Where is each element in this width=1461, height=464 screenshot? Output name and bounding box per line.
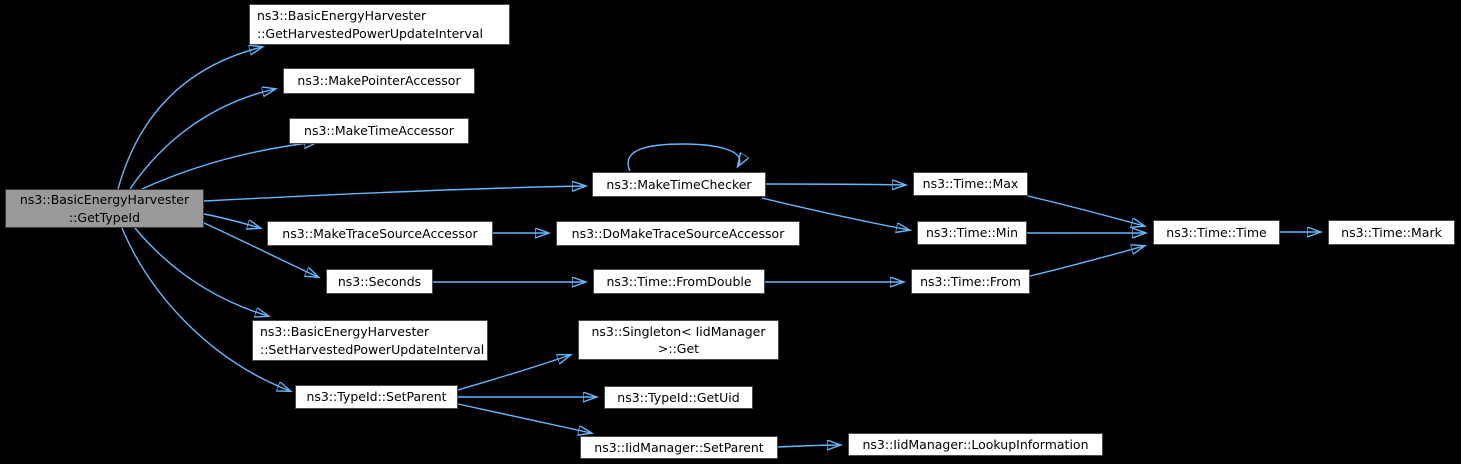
- node-set-harvested-power-update-interval[interactable]: ns3::BasicEnergyHarvester ::SetHarvested…: [252, 320, 488, 361]
- node-seconds[interactable]: ns3::Seconds: [326, 269, 433, 294]
- node-label: ns3::Time::Time: [1166, 224, 1267, 240]
- node-get-harvested-power-update-interval[interactable]: ns3::BasicEnergyHarvester ::GetHarvested…: [249, 4, 510, 45]
- edge-get-type-id--set-harvested-power-update-interval: [134, 227, 268, 316]
- edge-get-type-id--make-trace-source-accessor: [203, 213, 260, 228]
- node-label: ns3::Time::Mark: [1341, 224, 1442, 240]
- node-label: ns3::MakePointerAccessor: [297, 73, 461, 89]
- node-iid-manager-set-parent[interactable]: ns3::IidManager::SetParent: [580, 436, 778, 459]
- node-time-from[interactable]: ns3::Time::From: [911, 269, 1030, 294]
- node-label: ns3::Time::Max: [922, 176, 1019, 192]
- node-label: ns3::MakeTimeAccessor: [304, 123, 454, 139]
- edge-type-id-set-parent--singleton-iid-manager-get: [457, 355, 570, 391]
- edge-make-time-checker--time-max: [765, 184, 905, 185]
- edge-get-type-id--get-harvested-power-update-interval: [117, 47, 262, 190]
- edge-get-type-id--make-time-accessor: [141, 142, 317, 190]
- edge-make-time-checker--time-min: [761, 197, 909, 230]
- node-make-time-checker[interactable]: ns3::MakeTimeChecker: [592, 172, 766, 197]
- node-label: ns3::DoMakeTraceSourceAccessor: [571, 225, 785, 241]
- node-label: ns3::TypeId::GetUid: [617, 389, 740, 405]
- node-time-time[interactable]: ns3::Time::Time: [1153, 220, 1280, 245]
- node-label: ns3::Time::From: [920, 273, 1021, 289]
- node-label: ns3::TypeId::SetParent: [306, 389, 447, 405]
- node-label: ns3::BasicEnergyHarvester ::SetHarvested…: [260, 324, 485, 357]
- node-label: ns3::Time::FromDouble: [606, 273, 752, 289]
- node-label: ns3::BasicEnergyHarvester ::GetTypeId: [19, 192, 190, 225]
- node-label: ns3::IidManager::SetParent: [594, 439, 764, 455]
- node-label: ns3::Singleton< IidManager >::Get: [591, 323, 766, 356]
- edge-make-time-checker--self: [627, 143, 740, 172]
- node-do-make-trace-source-accessor[interactable]: ns3::DoMakeTraceSourceAccessor: [556, 221, 800, 246]
- node-singleton-iid-manager-get[interactable]: ns3::Singleton< IidManager >::Get: [578, 320, 779, 360]
- node-make-pointer-accessor[interactable]: ns3::MakePointerAccessor: [283, 68, 475, 94]
- node-time-from-double[interactable]: ns3::Time::FromDouble: [593, 269, 765, 294]
- node-label: ns3::IidManager::LookupInformation: [862, 436, 1089, 452]
- node-time-mark[interactable]: ns3::Time::Mark: [1328, 220, 1455, 245]
- node-label: ns3::MakeTraceSourceAccessor: [282, 225, 478, 241]
- node-label: ns3::BasicEnergyHarvester ::GetHarvested…: [257, 8, 483, 41]
- edge-time-from--time-time: [1029, 246, 1144, 277]
- edge-get-type-id--seconds: [203, 222, 318, 277]
- node-make-time-accessor[interactable]: ns3::MakeTimeAccessor: [289, 118, 469, 144]
- edge-get-type-id--make-time-checker: [203, 186, 585, 202]
- node-type-id-get-uid[interactable]: ns3::TypeId::GetUid: [604, 386, 753, 409]
- node-time-min[interactable]: ns3::Time::Min: [917, 221, 1027, 245]
- edge-type-id-set-parent--iid-manager-set-parent: [457, 403, 591, 433]
- node-make-trace-source-accessor[interactable]: ns3::MakeTraceSourceAccessor: [267, 221, 493, 246]
- node-time-max[interactable]: ns3::Time::Max: [913, 172, 1028, 196]
- node-get-type-id-root[interactable]: ns3::BasicEnergyHarvester ::GetTypeId: [5, 189, 204, 228]
- edge-get-type-id--type-id-set-parent: [121, 227, 290, 391]
- node-label: ns3::Time::Min: [925, 225, 1018, 241]
- edge-iid-manager-set-parent--iid-manager-lookup-information: [777, 445, 840, 447]
- edge-time-max--time-time: [1027, 195, 1144, 226]
- node-iid-manager-lookup-information[interactable]: ns3::IidManager::LookupInformation: [848, 433, 1103, 456]
- node-type-id-set-parent[interactable]: ns3::TypeId::SetParent: [295, 385, 458, 409]
- edge-get-type-id--make-pointer-accessor: [129, 89, 275, 190]
- node-label: ns3::Seconds: [337, 273, 422, 289]
- node-label: ns3::MakeTimeChecker: [606, 176, 752, 192]
